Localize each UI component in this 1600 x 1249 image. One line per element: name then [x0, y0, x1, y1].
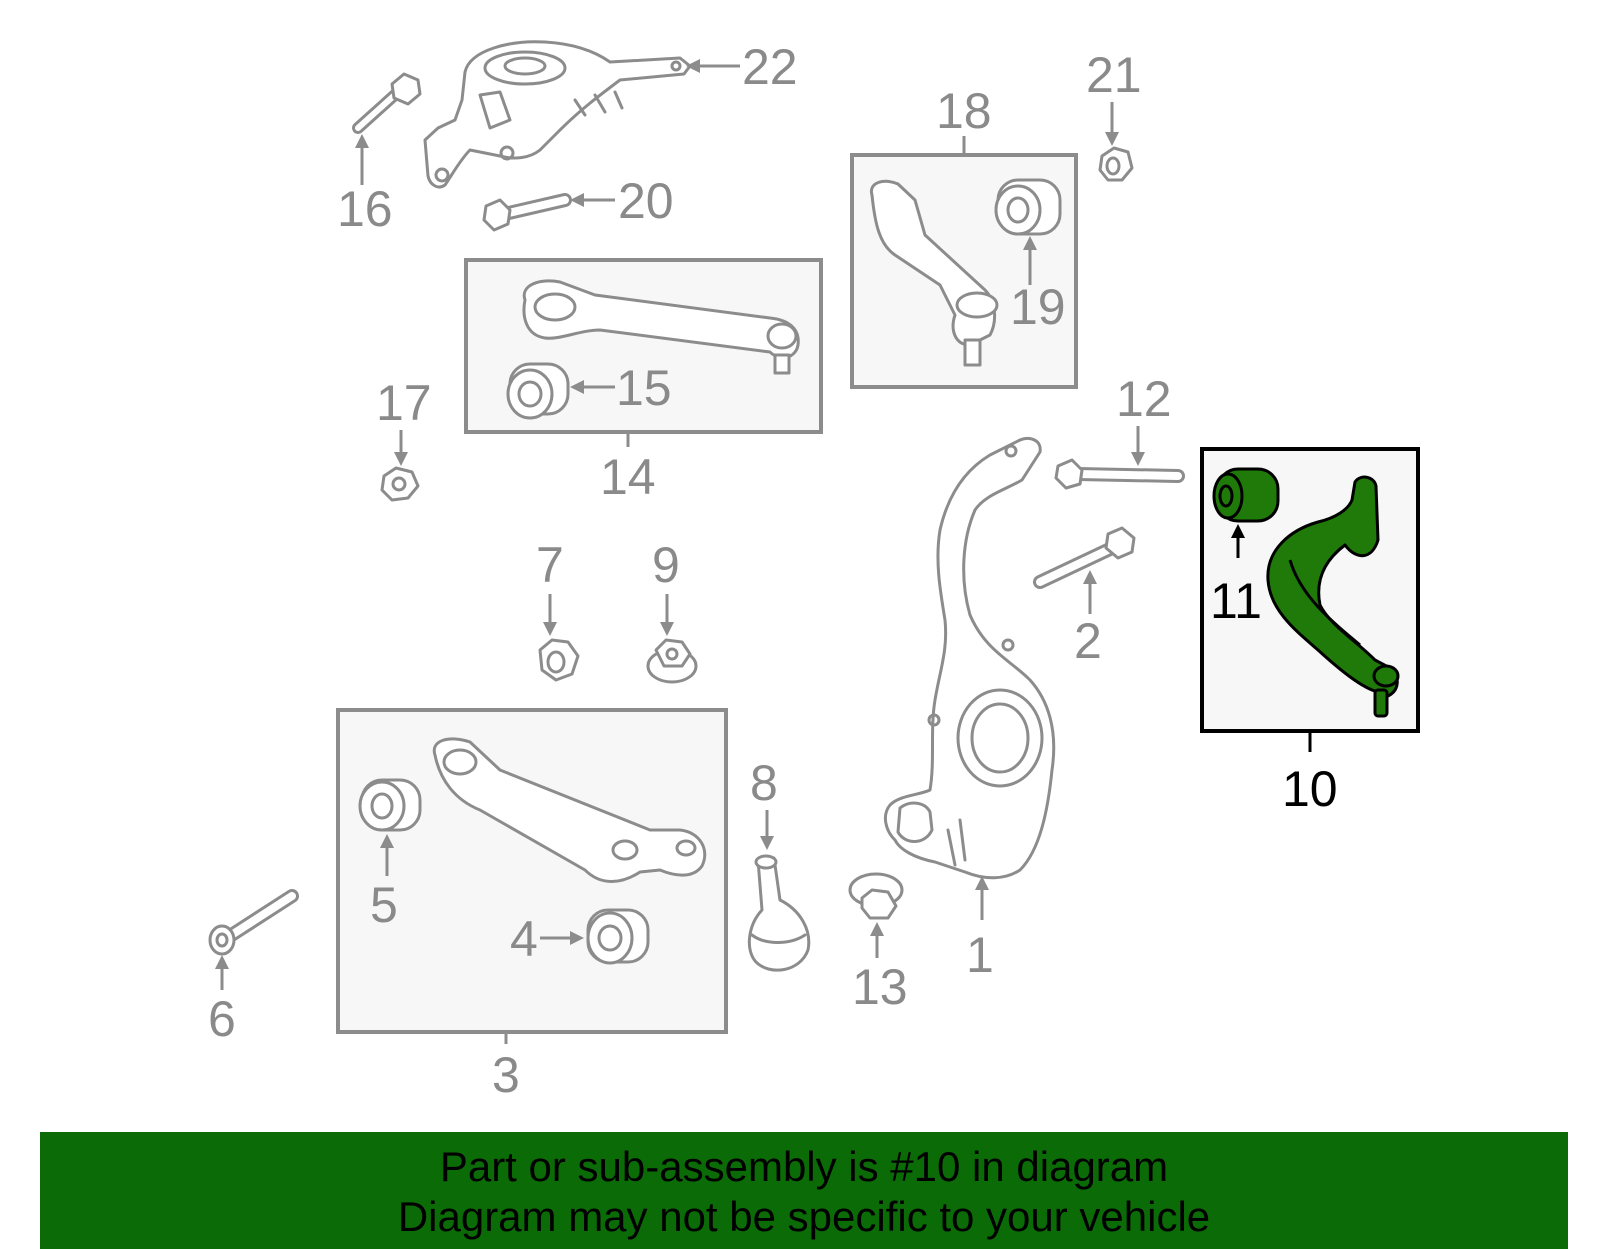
svg-text:12: 12 — [1116, 371, 1172, 427]
banner-line-2: Diagram may not be specific to your vehi… — [397, 1193, 1211, 1240]
callout-8: 8 — [750, 755, 778, 850]
callout-14: 14 — [600, 432, 656, 505]
svg-text:3: 3 — [492, 1047, 520, 1103]
part-4-bushing[interactable] — [586, 908, 650, 965]
callout-9: 9 — [652, 537, 680, 636]
callout-11: 11 — [1210, 524, 1262, 629]
callout-15: 15 — [570, 360, 672, 416]
svg-text:16: 16 — [337, 181, 393, 237]
svg-text:10: 10 — [1282, 761, 1338, 817]
part-13-nut[interactable] — [848, 872, 904, 920]
callout-13: 13 — [852, 922, 908, 1015]
part-12-bolt[interactable] — [1054, 458, 1185, 490]
part-10-control-arm-highlighted[interactable] — [1266, 475, 1400, 718]
callout-21: 21 — [1086, 47, 1142, 146]
callout-7: 7 — [536, 537, 564, 636]
part-8-ball-joint[interactable] — [747, 854, 811, 972]
svg-text:13: 13 — [852, 959, 908, 1015]
part-15-bushing[interactable] — [506, 362, 570, 420]
part-5-bushing[interactable] — [358, 778, 422, 832]
svg-text:6: 6 — [208, 991, 236, 1047]
callout-3: 3 — [492, 1032, 520, 1103]
callout-4: 4 — [510, 911, 584, 967]
callout-19: 19 — [1010, 236, 1066, 335]
part-7-nut[interactable] — [538, 638, 580, 682]
part-9-nut[interactable] — [646, 638, 698, 684]
svg-text:5: 5 — [370, 877, 398, 933]
part-11-bushing-highlighted[interactable] — [1212, 467, 1280, 523]
svg-text:9: 9 — [652, 537, 680, 593]
callout-16: 16 — [337, 134, 393, 237]
callout-18: 18 — [936, 83, 992, 155]
part-22-mount-bracket[interactable] — [423, 40, 692, 189]
svg-text:1: 1 — [966, 927, 994, 983]
callout-20: 20 — [570, 173, 674, 229]
callout-6: 6 — [208, 955, 236, 1047]
part-16-bolt[interactable] — [352, 72, 422, 134]
callout-10: 10 — [1282, 731, 1338, 817]
svg-text:21: 21 — [1086, 47, 1142, 103]
part-info-banner: Part or sub-assembly is #10 in diagram D… — [40, 1132, 1568, 1249]
callout-1: 1 — [966, 876, 994, 983]
svg-text:4: 4 — [510, 911, 538, 967]
svg-text:7: 7 — [536, 537, 564, 593]
part-21-nut[interactable] — [1098, 146, 1134, 182]
svg-text:8: 8 — [750, 755, 778, 811]
svg-text:14: 14 — [600, 449, 656, 505]
svg-text:20: 20 — [618, 173, 674, 229]
callout-17: 17 — [376, 375, 432, 466]
part-20-bolt[interactable] — [482, 193, 572, 232]
callout-22: 22 — [686, 39, 798, 95]
part-2-bolt[interactable] — [1033, 526, 1136, 589]
svg-text:19: 19 — [1010, 279, 1066, 335]
part-18-control-arm[interactable] — [869, 179, 999, 367]
callout-12: 12 — [1116, 371, 1172, 466]
svg-text:15: 15 — [616, 360, 672, 416]
svg-text:11: 11 — [1210, 573, 1262, 629]
part-3-control-arm[interactable] — [432, 737, 707, 883]
banner-line-1: Part or sub-assembly is #10 in diagram — [439, 1143, 1169, 1190]
part-1-steering-knuckle[interactable] — [883, 437, 1056, 880]
svg-text:22: 22 — [742, 39, 798, 95]
callout-5: 5 — [370, 834, 398, 933]
part-17-nut[interactable] — [380, 466, 420, 502]
svg-text:18: 18 — [936, 83, 992, 139]
svg-text:17: 17 — [376, 375, 432, 431]
part-6-bolt[interactable] — [208, 889, 299, 956]
callout-2: 2 — [1074, 570, 1102, 669]
svg-text:2: 2 — [1074, 613, 1102, 669]
part-19-bushing[interactable] — [994, 178, 1062, 236]
part-14-control-arm[interactable] — [522, 279, 800, 375]
